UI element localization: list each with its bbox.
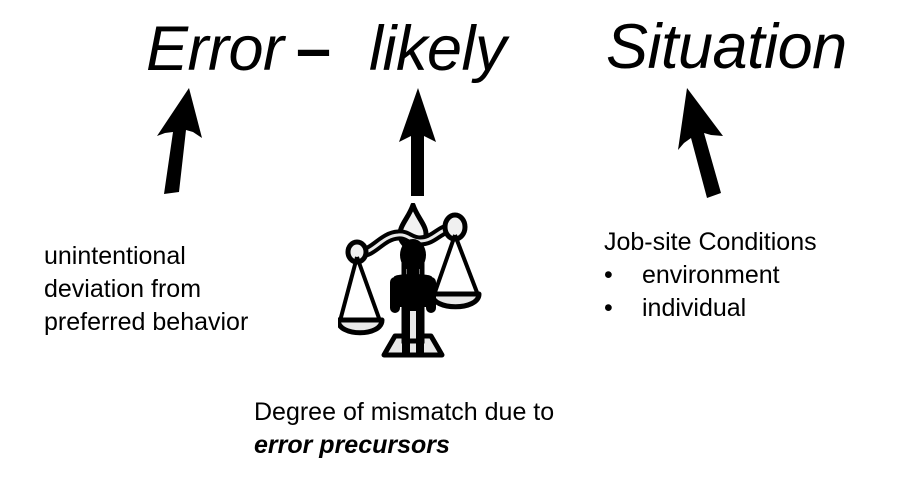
mismatch-description-block: Degree of mismatch due to error precurso… bbox=[254, 396, 554, 462]
situation-description-block: Job-site Conditions • environment • indi… bbox=[604, 226, 817, 325]
arrow-up-error-icon bbox=[157, 88, 202, 194]
error-precursors-emphasis: error precursors bbox=[254, 431, 450, 459]
error-description-line-2: deviation from bbox=[44, 275, 202, 303]
list-item: • individual bbox=[604, 292, 817, 325]
error-description-block: unintentional deviation from preferred b… bbox=[44, 240, 248, 339]
balance-scale-with-person-icon bbox=[338, 203, 482, 358]
error-description-line-1: unintentional bbox=[44, 242, 186, 270]
headline-likely: likely bbox=[369, 14, 507, 84]
bullet-icon: • bbox=[604, 294, 613, 322]
scale-left-pan bbox=[338, 256, 385, 336]
job-site-conditions-heading: Job-site Conditions bbox=[604, 228, 817, 256]
headline-error: Error bbox=[146, 14, 284, 84]
person-silhouette-icon bbox=[390, 239, 436, 353]
list-item-label: individual bbox=[642, 294, 747, 322]
arrow-up-situation-icon bbox=[678, 88, 723, 198]
mismatch-description-line-1: Degree of mismatch due to bbox=[254, 398, 555, 426]
error-description-line-3: preferred behavior bbox=[44, 308, 249, 336]
arrow-up-likely-icon bbox=[399, 88, 436, 196]
list-item: • environment bbox=[604, 259, 817, 292]
headline-dash-separator: – bbox=[296, 14, 331, 84]
bullet-icon: • bbox=[604, 261, 613, 289]
scale-beam-highlight bbox=[358, 226, 454, 255]
list-item-label: environment bbox=[642, 261, 780, 289]
headline-situation: Situation bbox=[606, 12, 847, 82]
scale-right-pan bbox=[429, 234, 482, 310]
